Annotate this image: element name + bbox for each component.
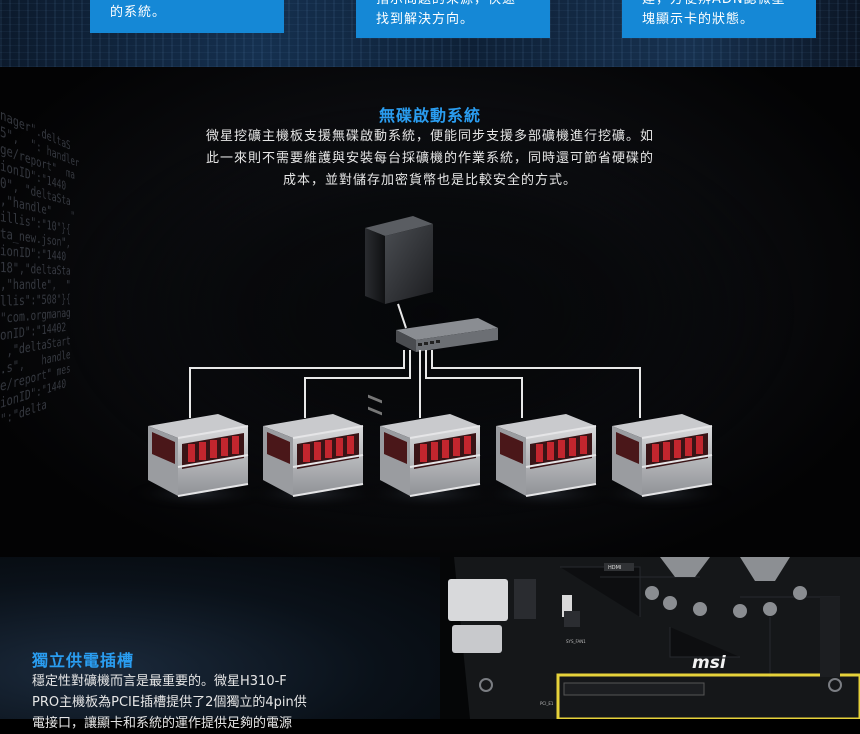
diskless-section-background: nager".deltaS 5", ": handler ge/report" … — [0, 67, 860, 557]
mining-rigs — [128, 414, 732, 510]
io-port-icon-2 — [452, 625, 502, 653]
mining-rig-icon — [360, 414, 500, 510]
diskless-title: 無碟啟動系統 — [378, 106, 481, 125]
network-switch-icon — [396, 318, 498, 352]
diskless-desc-line-2: 此一來則不需要維護與安裝每台採礦機的作業系統，同時還可節省硬碟的 — [205, 151, 654, 166]
sys-fan-label: SYS_FAN1 — [566, 639, 586, 644]
hdmi-label: HDMI — [608, 565, 621, 571]
pcie-slot-highlight — [556, 673, 860, 719]
pci-label: PCI_E1 — [540, 701, 554, 706]
feature-card-center-text-1: 指示問題的來源，快速 — [376, 0, 516, 10]
feature-card-left: 的系統。 — [90, 0, 284, 33]
mining-rig-icon — [592, 414, 732, 510]
power-description: 穩定性對礦機而言是最重要的。微星H310-F PRO主機板為PCIE插槽提供了2… — [32, 671, 307, 734]
feature-card-right-text-1: 建，方便辨ADN認微星 — [642, 0, 786, 10]
diskless-description: 微星挖礦主機板支援無碟啟動系統，便能同步支援多部礦機進行挖礦。如 此一來則不需要… — [195, 126, 665, 192]
network-diagram — [128, 216, 732, 510]
power-title: 獨立供電插槽 — [32, 651, 135, 670]
diskless-desc-line-3: 成本，並對儲存加密貨幣也是比較安全的方式。 — [282, 173, 577, 188]
pcie-slot-icon — [563, 682, 705, 696]
feature-card-right-text-2: 塊顯示卡的狀態。 — [642, 12, 755, 27]
feature-card-center: 指示問題的來源，快速 找到解決方向。 — [356, 0, 550, 38]
power-desc-line-3: 電接口，讓顯卡和系統的運作提供足夠的電源 — [32, 716, 293, 731]
feature-card-center-text-2: 找到解決方向。 — [376, 12, 475, 27]
feature-card-right: 建，方便辨ADN認微星 塊顯示卡的狀態。 — [622, 0, 816, 38]
mining-rig-icon — [476, 414, 616, 510]
io-port-icon — [448, 579, 508, 621]
feature-card-left-text: 的系統。 — [110, 5, 167, 20]
diskless-desc-line-1: 微星挖礦主機板支援無碟啟動系統，便能同步支援多部礦機進行挖礦。如 — [205, 129, 654, 144]
msi-logo: msi — [692, 653, 727, 673]
motherboard-image: HDMI SYS_FAN1 msi PCI_E1 — [440, 557, 860, 719]
power-desc-line-1: 穩定性對礦機而言是最重要的。微星H310-F — [32, 674, 287, 689]
mining-rig-icon — [243, 414, 383, 510]
power-desc-line-2: PRO主機板為PCIE插槽提供了2個獨立的4pin供 — [32, 695, 307, 710]
network-cables — [189, 303, 641, 418]
mining-rig-icon — [128, 414, 268, 510]
server-tower-icon — [365, 216, 433, 416]
